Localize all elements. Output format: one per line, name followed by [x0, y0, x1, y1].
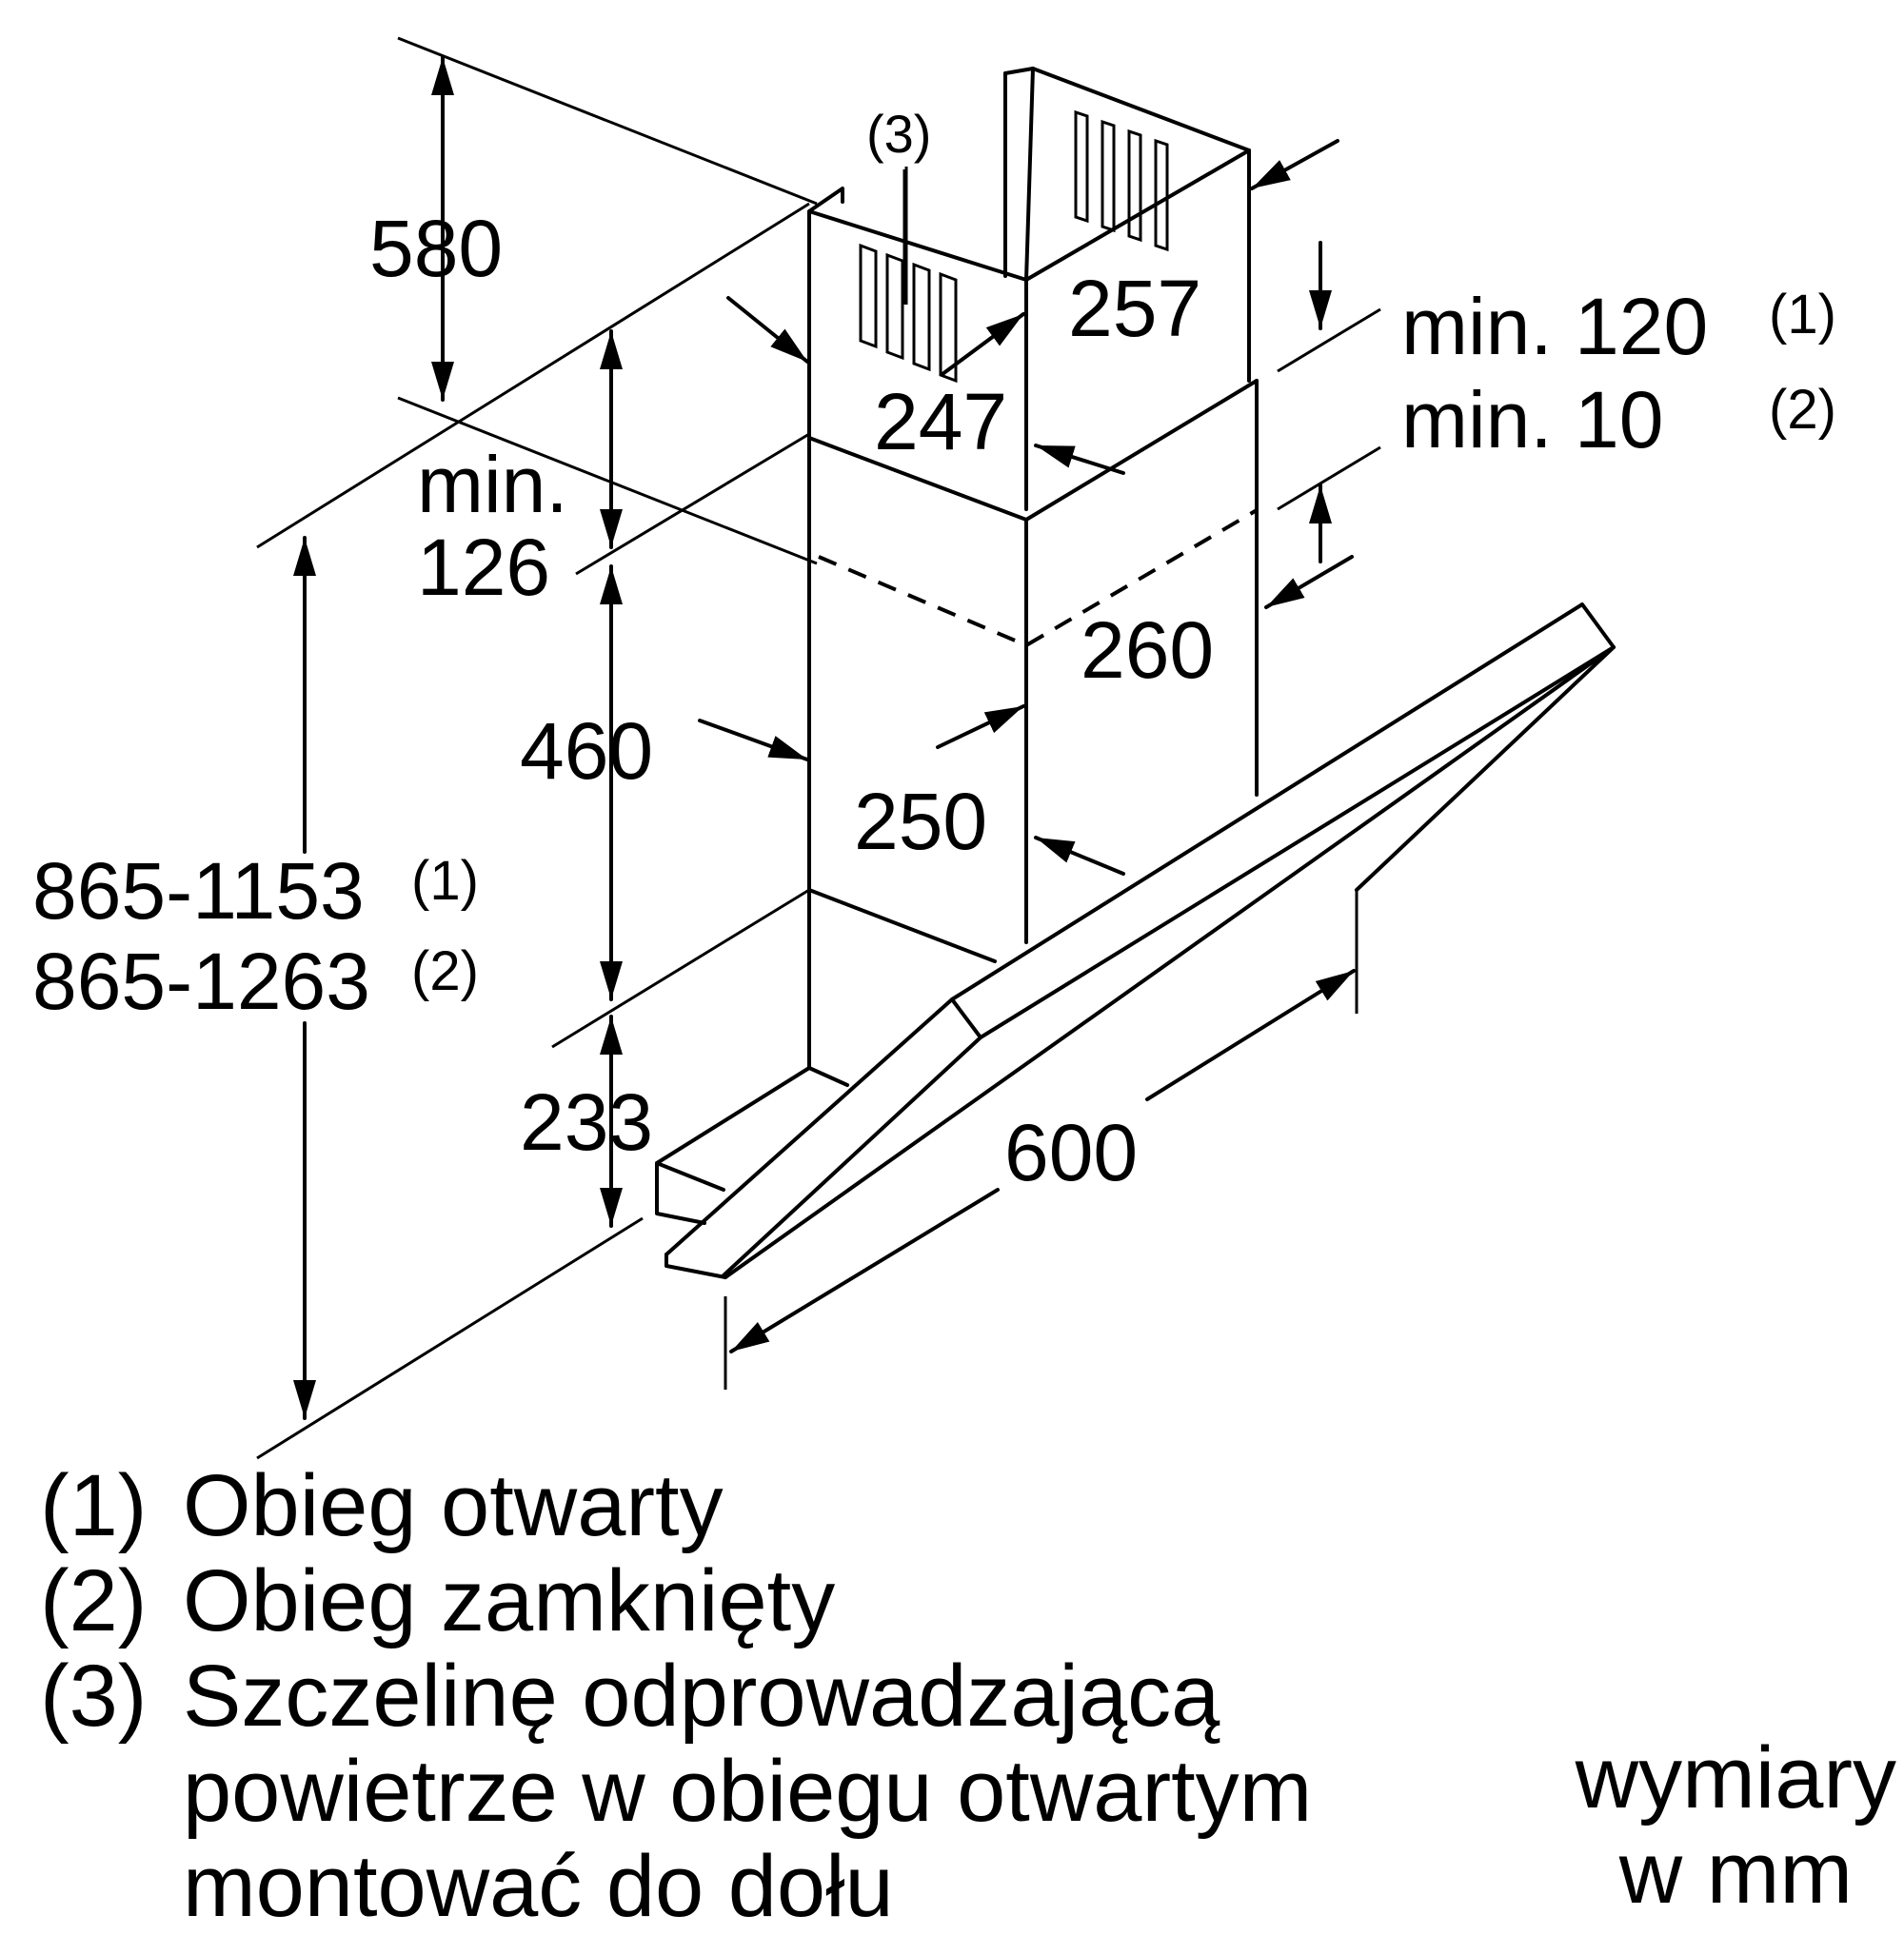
legend-item-exhaust-slot: (3) Szczelinę odprowadzającą	[40, 1649, 1312, 1744]
dim-min120-ref: (1)	[1769, 284, 1836, 346]
dim-min126-line1: min.	[417, 440, 568, 529]
legend-continuation-line: powietrze w obiegu otwartym	[183, 1743, 1313, 1840]
upper-chimney	[807, 67, 1251, 511]
legend-key: (2)	[40, 1552, 148, 1649]
dim-600: 600	[1004, 1108, 1138, 1197]
legend-item-closed-circulation: (2) Obieg zamknięty	[40, 1553, 1312, 1649]
legend-text: Obieg otwarty	[183, 1457, 724, 1554]
legend: (1) Obieg otwarty (2) Obieg zamknięty (3…	[40, 1458, 1312, 1934]
legend-item-open-circulation: (1) Obieg otwarty	[40, 1458, 1312, 1553]
dimension-arrows	[293, 55, 1356, 1420]
dim-260: 260	[1081, 605, 1214, 695]
dim-min126-line2: 126	[417, 523, 550, 612]
dim-580: 580	[369, 204, 503, 293]
dim-height2-ref: (2)	[411, 940, 479, 1002]
dim-height1-ref: (1)	[411, 850, 479, 912]
dim-height1: 865-1153	[32, 846, 365, 936]
dimension-labels: 580 (3) 257 247 min. 120 (1) min. 10 (2)…	[32, 104, 1836, 1197]
dim-slot-ref: (3)	[866, 104, 931, 164]
dim-460: 460	[520, 706, 653, 796]
legend-text: Obieg zamknięty	[183, 1552, 836, 1649]
units-note: wymiary w mm	[1576, 1730, 1896, 1921]
hood-body	[655, 602, 1616, 1279]
lower-chimney	[807, 379, 1259, 1070]
dim-min120: min. 120	[1401, 282, 1708, 371]
units-line2: w mm	[1618, 1825, 1853, 1922]
dim-257: 257	[1068, 264, 1201, 353]
dim-250: 250	[854, 777, 987, 866]
legend-continuation-line: montować do dołu	[183, 1838, 894, 1935]
dim-247: 247	[874, 377, 1007, 466]
dim-min10-ref: (2)	[1769, 379, 1836, 441]
legend-key: (3)	[40, 1648, 148, 1745]
dim-233: 233	[520, 1077, 653, 1167]
dim-min10: min. 10	[1401, 375, 1663, 464]
reference-lines	[256, 36, 1381, 1460]
legend-text: Szczelinę odprowadzającą	[183, 1648, 1220, 1745]
legend-key: (1)	[40, 1457, 148, 1554]
units-line1: wymiary	[1575, 1729, 1896, 1826]
dim-height2: 865-1263	[32, 937, 370, 1026]
